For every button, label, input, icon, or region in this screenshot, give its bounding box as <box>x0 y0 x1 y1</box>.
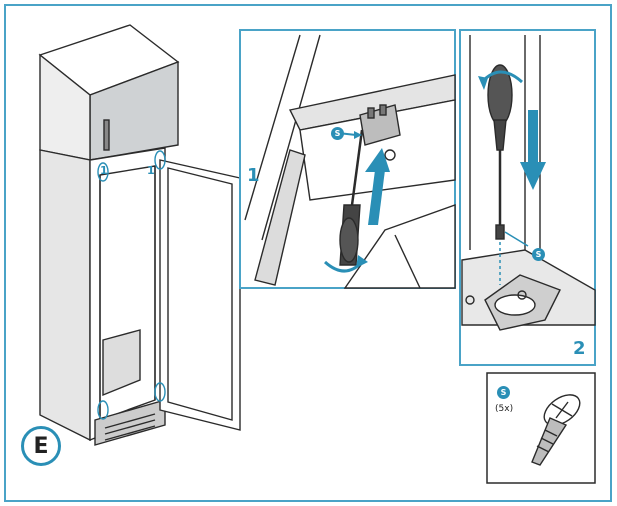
part-badge-panel1: S <box>331 127 344 140</box>
step-2-label: 2 <box>573 338 586 359</box>
screw-icon <box>531 394 581 466</box>
screwdriver-icon-2 <box>487 64 513 240</box>
hinge-callout-left: 1 <box>100 164 108 177</box>
screw-quantity: (5x) <box>495 404 514 414</box>
down-arrow-icon <box>520 110 546 190</box>
part-badge-panel2: S <box>532 248 545 261</box>
part-badge-parts: S <box>497 386 510 399</box>
section-letter-badge: E <box>21 426 61 466</box>
hinge-callout-right: 1 <box>147 164 155 177</box>
outer-frame <box>4 4 612 502</box>
step-1-label: 1 <box>247 165 260 186</box>
hinge-bracket-icon <box>244 34 456 289</box>
screwdriver-icon <box>339 129 364 266</box>
hinge-base-icon <box>461 35 596 331</box>
fridge-icon <box>38 24 241 446</box>
up-arrow-icon <box>365 148 390 225</box>
